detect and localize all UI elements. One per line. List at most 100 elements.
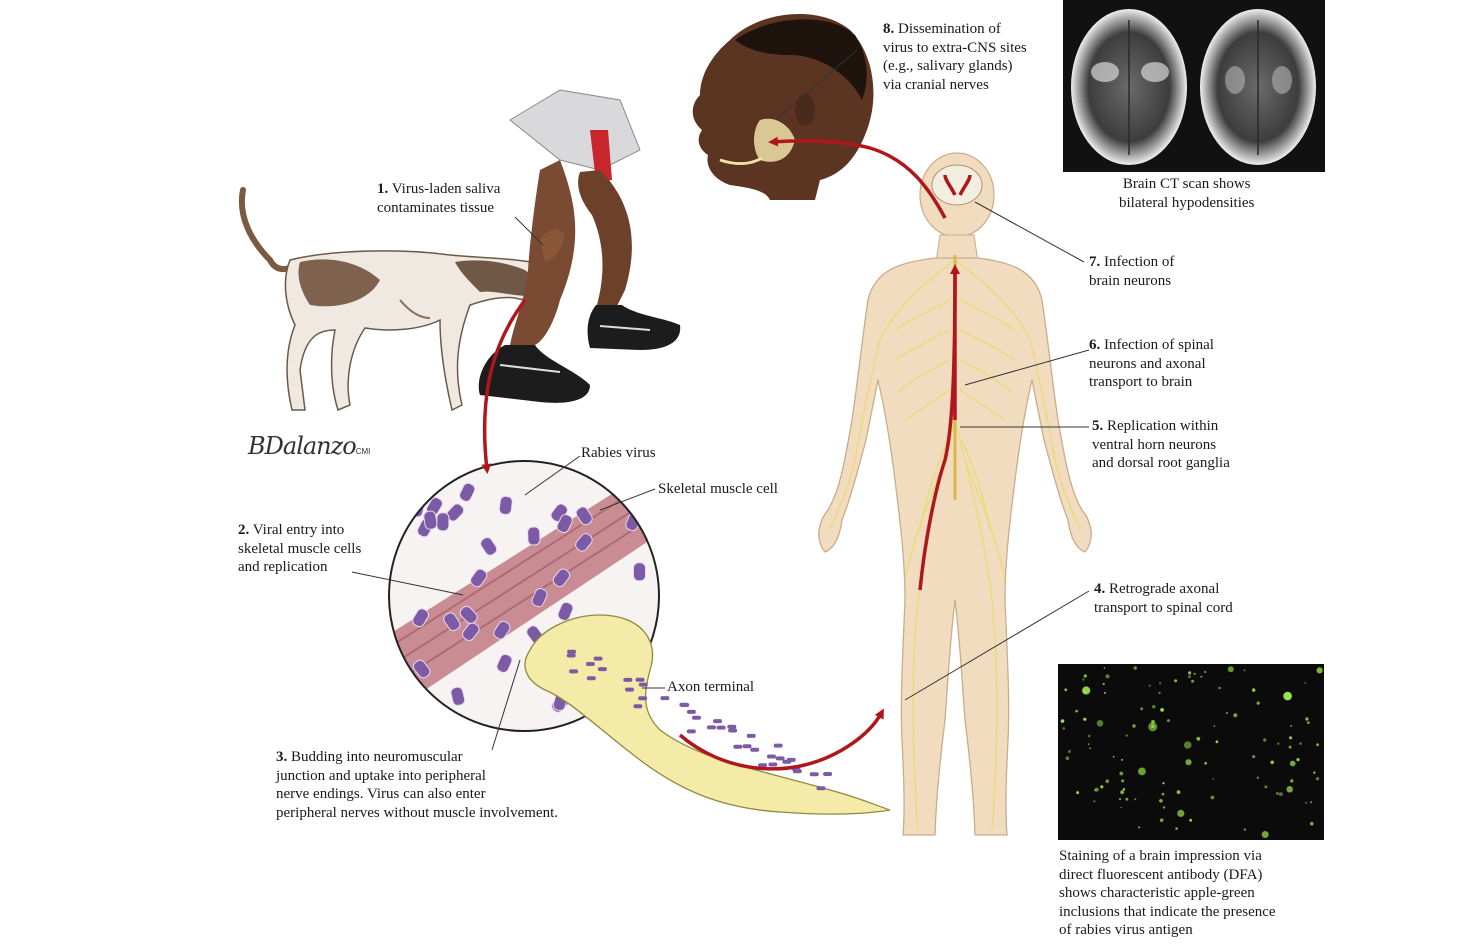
dfa-inclusion-dot bbox=[1120, 806, 1123, 809]
axon-virion bbox=[633, 704, 643, 709]
axon-virion bbox=[733, 744, 743, 749]
dfa-inclusion-dot bbox=[1289, 760, 1296, 767]
dfa-inclusion-dot bbox=[1121, 758, 1123, 761]
dfa-inclusion-dot bbox=[1185, 759, 1192, 766]
dfa-inclusion-dot bbox=[1193, 672, 1196, 675]
dfa-inclusion-dot bbox=[1102, 682, 1105, 686]
step7-line2: brain neurons bbox=[1089, 272, 1172, 289]
step2-number: 2. bbox=[238, 522, 250, 538]
step8-line4: via cranial nerves bbox=[883, 76, 989, 93]
dfa-inclusion-dot bbox=[1100, 785, 1104, 789]
dfa-inclusion-dot bbox=[1261, 831, 1269, 838]
step2-line1: Viral entry into bbox=[252, 522, 345, 538]
rabies-virus-label: Rabies virus bbox=[581, 445, 656, 461]
axon-virion bbox=[635, 677, 645, 682]
dfa-inclusion-dot bbox=[1119, 798, 1121, 801]
axon-virion bbox=[750, 747, 760, 752]
axon-virion bbox=[713, 719, 722, 724]
dfa-inclusion-dot bbox=[1288, 745, 1292, 749]
dfa-inclusion-dot bbox=[1304, 682, 1307, 684]
step5-line2: ventral horn neurons bbox=[1092, 436, 1217, 453]
dfa-inclusion-dot bbox=[1277, 742, 1280, 745]
dfa-inclusion-dot bbox=[1132, 724, 1136, 728]
axon-virion bbox=[569, 669, 579, 674]
step4-number: 4. bbox=[1094, 581, 1106, 597]
dfa-inclusion-dot bbox=[1305, 717, 1309, 721]
signature-text: BDalanzo bbox=[248, 432, 357, 460]
dfa-green-inclusions bbox=[1060, 666, 1323, 838]
rabies-virion bbox=[493, 620, 511, 640]
dfa-inclusion-dot bbox=[1243, 828, 1247, 831]
axon-virion bbox=[727, 724, 737, 729]
axon-virion bbox=[707, 725, 716, 730]
person-legs-illustration bbox=[478, 89, 681, 403]
axon-terminal-illustration bbox=[524, 614, 891, 815]
dfa-inclusion-dot bbox=[1148, 684, 1151, 687]
axon-virion bbox=[692, 715, 701, 720]
leader-step2 bbox=[351, 571, 464, 596]
leader-step1 bbox=[514, 216, 544, 246]
rabies-virion bbox=[575, 533, 593, 552]
dfa-inclusion-dot bbox=[1160, 708, 1164, 712]
axon-virion bbox=[638, 682, 648, 687]
dfa-inclusion-dot bbox=[1213, 725, 1216, 727]
dfa-inclusion-dot bbox=[1256, 701, 1260, 705]
dfa-inclusion-dot bbox=[1159, 799, 1163, 803]
dfa-inclusion-dot bbox=[1159, 682, 1162, 685]
dfa-caption-line3: shows characteristic apple-green bbox=[1059, 885, 1255, 901]
dfa-inclusion-dot bbox=[1227, 666, 1234, 673]
step8-label: 8. Dissemination of virus to extra-CNS s… bbox=[883, 20, 1027, 94]
human-body-illustration bbox=[818, 152, 1092, 836]
axon-terminal-label: Axon terminal bbox=[667, 679, 755, 695]
axon-virion bbox=[773, 743, 783, 748]
dfa-inclusion-dot bbox=[1087, 743, 1090, 746]
dfa-inclusion-dot bbox=[1152, 705, 1156, 709]
step6-line3: transport to brain bbox=[1089, 374, 1193, 390]
dfa-inclusion-dot bbox=[1125, 797, 1129, 801]
axon-virion bbox=[775, 756, 785, 761]
dfa-caption: Staining of a brain impression via direc… bbox=[1059, 847, 1276, 940]
dfa-inclusion-dot bbox=[1233, 713, 1238, 718]
dfa-inclusion-dot bbox=[1083, 674, 1087, 678]
rabies-virion bbox=[498, 495, 513, 515]
rabies-virion bbox=[412, 608, 430, 628]
dfa-inclusion-dot bbox=[1119, 771, 1124, 776]
rabies-virion bbox=[552, 568, 571, 588]
axon-virion bbox=[816, 786, 826, 791]
dfa-inclusion-dot bbox=[1133, 666, 1137, 670]
axon-virion bbox=[758, 763, 768, 768]
step1-line1: Virus-laden saliva bbox=[391, 181, 501, 197]
leader-step4 bbox=[904, 590, 1090, 701]
ct-caption-line2: bilateral hypodensities bbox=[1119, 194, 1255, 211]
step1-label: 1. Virus-laden saliva contaminates tissu… bbox=[377, 180, 500, 217]
axon-virion bbox=[823, 772, 833, 776]
dfa-inclusion-dot bbox=[1096, 720, 1104, 727]
step6-label: 6. Infection of spinal neurons and axona… bbox=[1089, 336, 1214, 392]
axon-virion bbox=[742, 744, 752, 749]
dfa-inclusion-dot bbox=[1270, 760, 1274, 765]
rabies-virion bbox=[480, 537, 498, 556]
axon-virion bbox=[566, 653, 576, 658]
dfa-inclusion-dot bbox=[1076, 791, 1080, 795]
axon-virion bbox=[660, 696, 670, 701]
dog-illustration bbox=[238, 187, 552, 412]
dfa-inclusion-dot bbox=[1158, 691, 1161, 695]
axon-virions bbox=[566, 649, 833, 791]
dfa-caption-line1: Staining of a brain impression via bbox=[1059, 848, 1262, 864]
dfa-inclusion-dot bbox=[1105, 674, 1110, 679]
step2-line2: skeletal muscle cells bbox=[238, 540, 362, 557]
dfa-inclusion-dot bbox=[1103, 667, 1106, 670]
step6-line1: Infection of spinal bbox=[1104, 337, 1214, 353]
dfa-inclusion-dot bbox=[1151, 720, 1155, 724]
dfa-inclusion-dot bbox=[1307, 721, 1310, 724]
axon-virion bbox=[716, 725, 726, 730]
rabies-virion bbox=[527, 526, 541, 546]
arrow-bite-to-muscle bbox=[481, 298, 527, 474]
brain-ct-image bbox=[1063, 0, 1325, 172]
dfa-inclusion-dot bbox=[1204, 762, 1207, 765]
leader-lines bbox=[351, 49, 1090, 751]
step3-line3: nerve endings. Virus can also enter bbox=[276, 786, 486, 802]
rabies-virion bbox=[443, 612, 461, 632]
